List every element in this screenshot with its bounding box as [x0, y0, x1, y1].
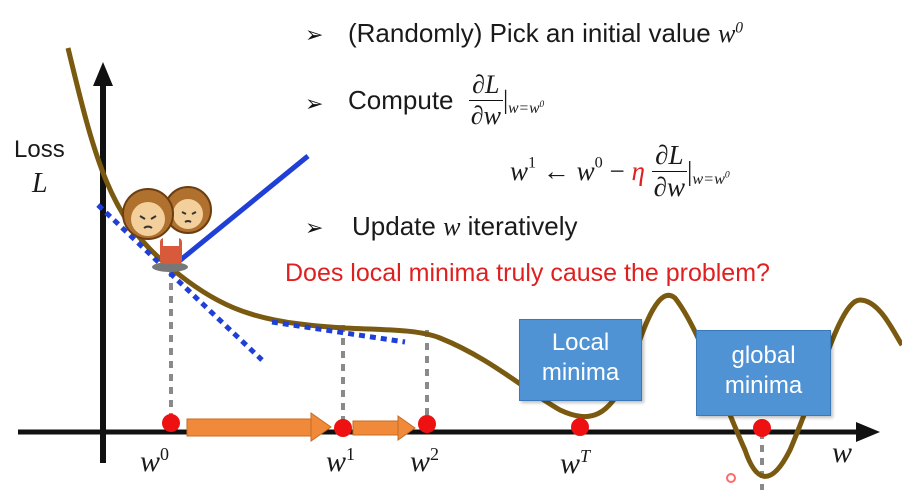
x-axis-arrowhead: [856, 422, 880, 442]
update-rule: w1 ← w0 − η ∂L ∂w |w=w0: [510, 140, 730, 202]
bullet-2: Compute ∂L ∂w |w=w0: [348, 70, 545, 130]
eta-symbol: η: [631, 156, 645, 186]
y-axis-arrowhead: [93, 62, 113, 86]
point-w0: [162, 414, 180, 432]
cartoon-characters: [122, 186, 212, 272]
local-minima-box: Local minima: [519, 319, 642, 401]
update-step-arrow-1: [186, 412, 332, 442]
cursor-mark: [726, 473, 736, 483]
bullet-3: Update w iteratively: [352, 211, 578, 241]
tangent-line-w1: [271, 319, 406, 345]
guide-lines: [169, 270, 764, 490]
point-w2: [418, 415, 436, 433]
label-w2: w2: [410, 444, 440, 478]
point-global: [753, 419, 771, 437]
local-minima-line1: Local: [551, 329, 610, 356]
global-minima-line1: global: [731, 342, 796, 369]
update-step-arrow-2: [352, 415, 416, 441]
label-wT: wT: [560, 446, 591, 480]
point-wT: [571, 418, 589, 436]
question-text: Does local minima truly cause the proble…: [285, 259, 770, 287]
y-axis-variable: L: [32, 168, 48, 199]
bullet-1: (Randomly) Pick an initial value w0: [348, 18, 744, 48]
tangent-line-w0: [96, 203, 264, 362]
label-w1: w1: [326, 444, 356, 478]
label-w0: w0: [140, 444, 170, 478]
y-axis-label: Loss: [14, 136, 65, 163]
bullet-arrow-2: ➢: [305, 92, 324, 117]
local-minima-line2: minima: [541, 359, 620, 386]
bullet-arrow-1: ➢: [305, 23, 324, 48]
x-axis-label: w: [832, 436, 853, 469]
negative-gradient-direction: [176, 154, 310, 264]
point-w1: [334, 419, 352, 437]
bullet-arrow-3: ➢: [305, 216, 324, 241]
global-minima-line2: minima: [724, 372, 803, 399]
global-minima-box: global minima: [696, 330, 831, 416]
